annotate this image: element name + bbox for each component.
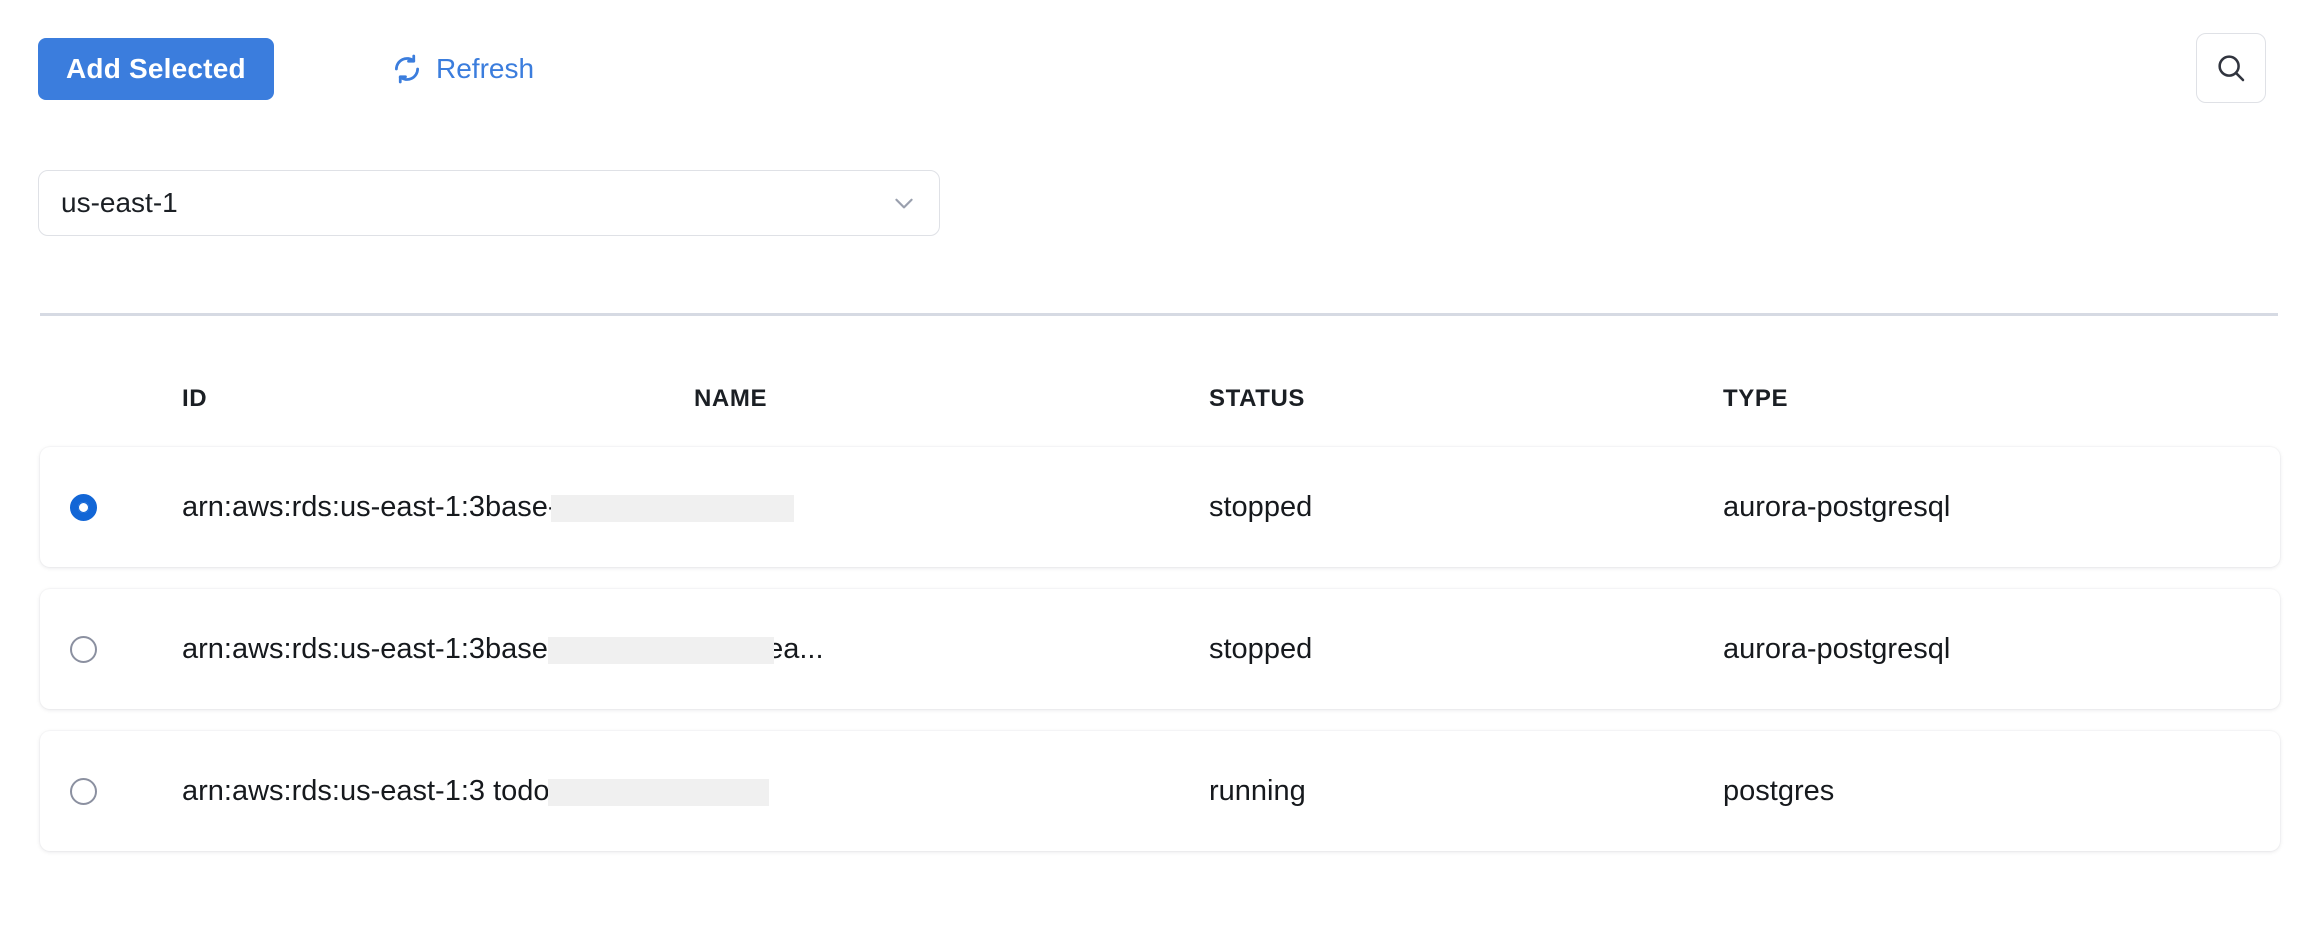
- row-type-cell: postgres: [1723, 774, 1835, 807]
- table-row[interactable]: arn:aws:rds:us-east-1:3base-1-instance-1…: [40, 447, 2280, 567]
- search-button[interactable]: [2196, 33, 2266, 103]
- section-divider: [40, 313, 2278, 316]
- add-selected-button[interactable]: Add Selected: [38, 38, 274, 100]
- refresh-icon: [392, 54, 422, 84]
- row-status-cell: running: [1209, 774, 1306, 807]
- row-id-suffix: todo-ecs-rds: [485, 774, 655, 807]
- row-type-cell: aurora-postgresql: [1723, 632, 1951, 665]
- row-id-cell: arn:aws:rds:us-east-1:3base-1-instance-1…: [182, 589, 1212, 709]
- column-header-type: TYPE: [1723, 385, 1789, 412]
- table-header-row: ID NAME STATUS TYPE: [0, 385, 2298, 447]
- toolbar: Add Selected Refresh: [0, 0, 2298, 150]
- row-id-cell: arn:aws:rds:us-east-1:3 todo-ecs-rds: [182, 731, 1212, 851]
- row-id-suffix: base-1-instance-1-us-ea...: [485, 632, 824, 665]
- row-id-prefix: arn:aws:rds:us-east-1:3: [182, 774, 486, 807]
- row-select-cell[interactable]: [70, 731, 140, 851]
- refresh-label: Refresh: [436, 53, 535, 84]
- row-select-cell[interactable]: [70, 447, 140, 567]
- table-row[interactable]: arn:aws:rds:us-east-1:3base-1-instance-1…: [40, 589, 2280, 709]
- row-id-suffix: base-1-instance-1: [485, 490, 718, 523]
- radio-button[interactable]: [70, 493, 97, 521]
- instances-table: ID NAME STATUS TYPE arn:aws:rds:us-east-…: [0, 385, 2298, 873]
- refresh-button[interactable]: Refresh: [392, 38, 534, 100]
- row-id-cell: arn:aws:rds:us-east-1:3base-1-instance-1: [182, 447, 1212, 567]
- row-status-cell: stopped: [1209, 490, 1313, 523]
- column-header-id: ID: [182, 385, 208, 412]
- region-select[interactable]: us-east-1: [38, 170, 940, 236]
- table-row[interactable]: arn:aws:rds:us-east-1:3 todo-ecs-rds run…: [40, 731, 2280, 851]
- radio-button[interactable]: [70, 635, 97, 663]
- row-id-prefix: arn:aws:rds:us-east-1:3: [182, 632, 486, 665]
- row-id-prefix: arn:aws:rds:us-east-1:3: [182, 490, 486, 523]
- column-header-status: STATUS: [1209, 385, 1306, 412]
- column-header-name: NAME: [694, 385, 768, 412]
- row-type-cell: aurora-postgresql: [1723, 490, 1951, 523]
- chevron-down-icon: [891, 190, 917, 216]
- region-select-value: us-east-1: [61, 187, 178, 218]
- row-status-cell: stopped: [1209, 632, 1313, 665]
- search-icon: [2215, 52, 2247, 84]
- row-select-cell[interactable]: [70, 589, 140, 709]
- radio-button[interactable]: [70, 777, 97, 805]
